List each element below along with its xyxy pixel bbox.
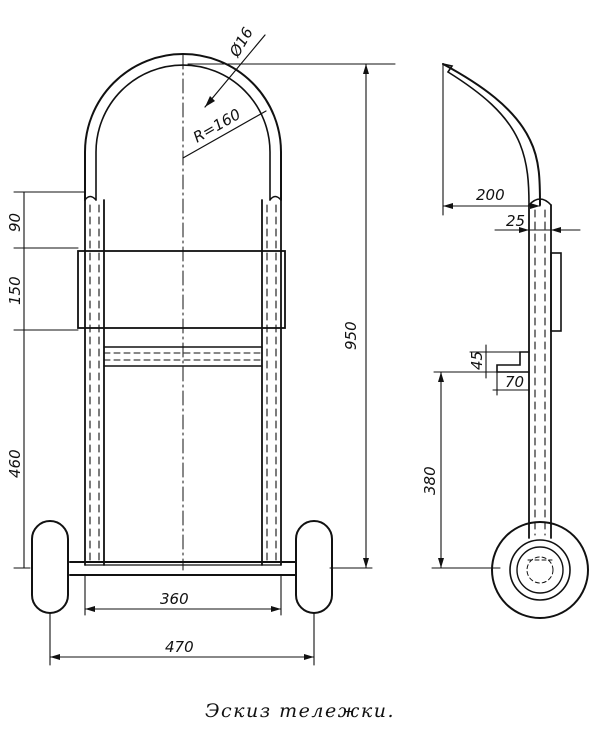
front-view (13, 34, 396, 666)
side-70-label: 70 (505, 373, 524, 391)
outer-width-label: 470 (165, 638, 194, 656)
width-dimensions (49, 574, 315, 666)
side-post (528, 198, 552, 539)
radius-label: R=160 (190, 105, 244, 146)
side-handle-curve-outer (442, 63, 541, 206)
left-dimension-chain (13, 191, 86, 569)
right-upright (261, 199, 282, 566)
side-200-label: 200 (476, 186, 505, 204)
left-upright (84, 199, 105, 566)
seg-90-label: 90 (6, 213, 24, 232)
side-wheel (491, 521, 589, 619)
side-bracket (496, 351, 530, 373)
diameter-leader (204, 34, 266, 108)
side-strap-plate (550, 252, 562, 332)
front-wheel-left (31, 520, 69, 614)
handle-arch-outer (84, 53, 282, 201)
seg-460-label: 460 (6, 449, 24, 478)
side-380-label: 380 (421, 466, 439, 495)
inner-width-label: 360 (160, 590, 189, 608)
strap-plate (77, 250, 286, 329)
height-label: 950 (342, 321, 360, 350)
seg-150-label: 150 (6, 276, 24, 305)
front-wheel-right (295, 520, 333, 614)
diameter-label: Ø16 (225, 24, 257, 61)
side-dimensions (431, 63, 581, 569)
radius-line (182, 110, 267, 159)
side-25-label: 25 (506, 212, 525, 230)
side-view (431, 63, 589, 619)
side-45-label: 45 (468, 351, 486, 370)
figure-caption: Эскиз тележки. (205, 700, 395, 722)
side-handle-curve-inner (447, 71, 530, 206)
height-dimension (187, 63, 396, 569)
